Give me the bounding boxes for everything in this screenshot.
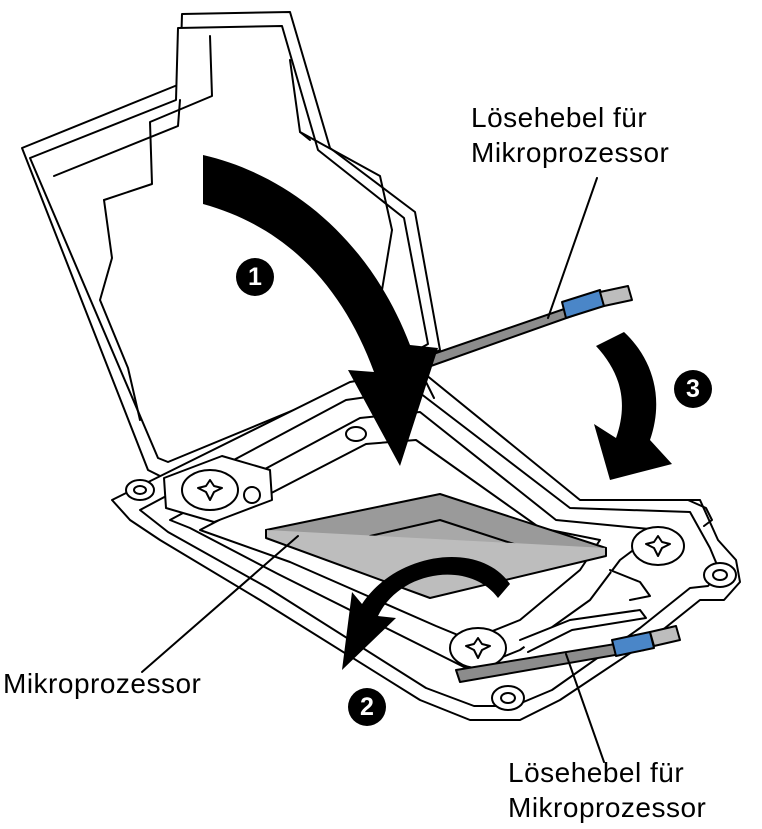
arrow-close-plate bbox=[203, 155, 438, 466]
step-3-badge: 3 bbox=[674, 370, 712, 408]
lever-bottom bbox=[455, 569, 681, 683]
label-lever-top-line2: Mikroprozessor bbox=[471, 137, 670, 168]
label-lever-bottom-line2: Mikroprozessor bbox=[508, 792, 707, 823]
leader-lever-bottom bbox=[565, 653, 605, 763]
label-lever-top-line1: Lösehebel für bbox=[471, 102, 648, 133]
screw-bottom bbox=[449, 627, 507, 669]
arrow-close-lever bbox=[594, 332, 672, 480]
label-processor: Mikroprozessor bbox=[3, 668, 202, 699]
load-plate bbox=[21, 11, 441, 479]
leader-lever-top bbox=[547, 177, 598, 319]
label-lever-top: Lösehebel für Mikroprozessor bbox=[471, 100, 669, 170]
arrow-rotate bbox=[342, 557, 510, 670]
leader-processor bbox=[141, 535, 299, 673]
screw-right bbox=[631, 526, 685, 566]
step-1-badge: 1 bbox=[236, 258, 274, 296]
label-lever-bottom-line1: Lösehebel für bbox=[508, 757, 685, 788]
screw-left bbox=[163, 455, 273, 523]
label-lever-bottom: Lösehebel für Mikroprozessor bbox=[508, 755, 706, 825]
step-2-badge: 2 bbox=[348, 688, 386, 726]
